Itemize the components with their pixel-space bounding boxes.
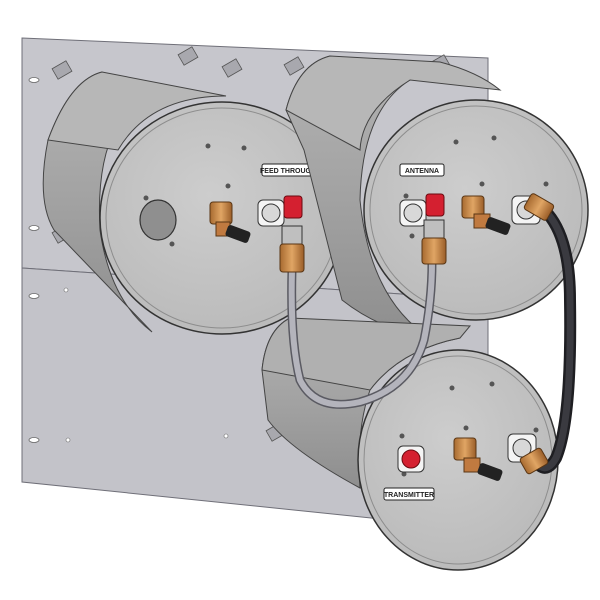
cable-connector-right [421, 193, 447, 265]
rf-connector-left [257, 199, 285, 227]
transmitter-label: TRANSMITTER [384, 492, 434, 499]
screw [449, 385, 455, 391]
panel-slots [28, 77, 40, 443]
tuning-rod-left [209, 201, 251, 243]
screw [489, 381, 495, 387]
screw [205, 143, 211, 149]
tuning-rod-right [461, 195, 511, 235]
screw [399, 433, 405, 439]
screw [533, 427, 539, 433]
rf-connector-bottom-capped [397, 445, 425, 473]
gray-jumper-cable [279, 193, 447, 409]
black-jumper-cable [519, 193, 577, 475]
transmitter-label-plate [383, 487, 435, 501]
screw [409, 233, 415, 239]
black-cable-brass-end-bottom [519, 447, 549, 475]
screw [169, 241, 175, 247]
screw [241, 145, 247, 151]
right-cavity: ANTENNA [285, 55, 589, 339]
screw [453, 139, 459, 145]
screw [403, 193, 409, 199]
antenna-label: ANTENNA [405, 168, 439, 175]
screw [225, 183, 231, 189]
screw [491, 135, 497, 141]
tuning-rod-bottom [453, 437, 503, 481]
bottom-cavity: TRANSMITTER [261, 317, 559, 571]
red-protective-cap [401, 449, 421, 469]
black-cable-brass-end-top [523, 193, 555, 221]
rf-connector-right-1 [399, 199, 427, 227]
left-cavity: FEED THROUGH [42, 71, 345, 335]
screw [463, 425, 469, 431]
screw [143, 195, 149, 201]
blank-port-plug [139, 199, 177, 241]
antenna-label-plate [399, 163, 445, 177]
screw [479, 181, 485, 187]
panel-holes [63, 287, 229, 443]
screw [401, 471, 407, 477]
screw [543, 181, 549, 187]
cable-connector-left [279, 195, 305, 273]
feed-through-label: FEED THROUGH [260, 168, 316, 175]
